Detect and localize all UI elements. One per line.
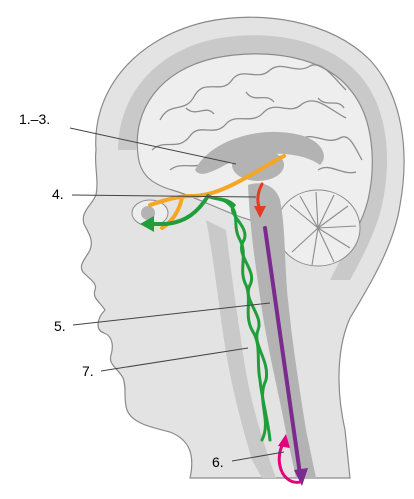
skull — [118, 35, 388, 281]
eye — [131, 199, 169, 227]
thalamus — [232, 149, 284, 181]
label-7: 7. — [82, 363, 94, 379]
pink-arrow-line — [277, 440, 302, 484]
red-arrow-head — [254, 206, 266, 218]
orange-nerve-branch — [160, 195, 184, 230]
brain-gyri — [151, 64, 363, 174]
pink-arrow-head — [278, 434, 290, 448]
label-6: 6. — [212, 454, 224, 470]
green-nerve-twist — [206, 194, 269, 442]
purple-arrow-head — [294, 468, 308, 486]
green-nerve — [206, 194, 272, 442]
cerebellum — [275, 189, 361, 267]
leader-lines — [69, 127, 285, 462]
green-arrow-head — [140, 216, 154, 232]
orange-nerve — [148, 154, 286, 207]
purple-arrow-line — [263, 226, 302, 476]
label-5: 5. — [54, 318, 66, 334]
label-4: 4. — [52, 186, 64, 202]
green-arrow-line — [148, 194, 210, 226]
label-1-3: 1.–3. — [19, 111, 50, 127]
brainstem — [248, 183, 316, 478]
